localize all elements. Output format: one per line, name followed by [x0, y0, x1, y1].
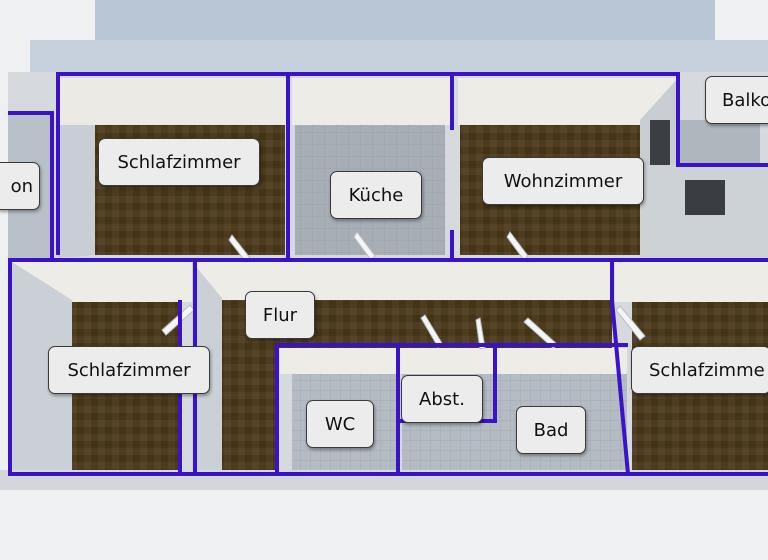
label-balkon-left: on	[0, 162, 40, 210]
label-wohnzimmer: Wohnzimmer	[482, 157, 644, 205]
label-wc: WC	[306, 400, 374, 448]
label-schlafzimmer-2: Schlafzimmer	[48, 346, 210, 394]
label-abst: Abst.	[401, 375, 483, 423]
label-schlafzimmer-3: Schlafzimme	[631, 346, 768, 394]
doors	[161, 231, 646, 350]
label-balkon-right: Balko	[705, 76, 768, 124]
floor-balkon-right	[680, 120, 760, 165]
label-flur: Flur	[245, 291, 315, 339]
label-kueche: Küche	[330, 171, 422, 219]
label-schlafzimmer-1: Schlafzimmer	[98, 138, 260, 186]
label-bad: Bad	[516, 406, 586, 454]
floor-bad	[402, 420, 627, 470]
